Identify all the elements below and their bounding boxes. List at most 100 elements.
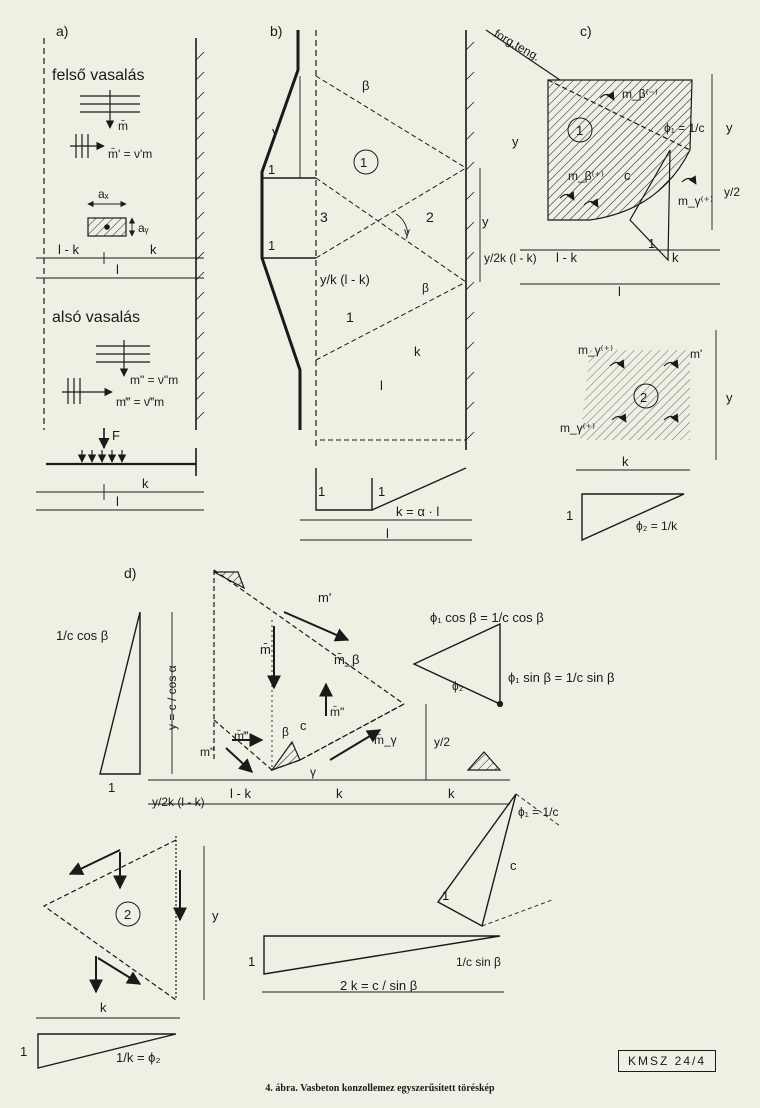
wall-hatch [195, 51, 205, 421]
phi-vector-triangle [412, 622, 501, 706]
c-y-right: y [726, 120, 733, 135]
ax-label: aₓ [98, 187, 109, 201]
d-phi1: ϕ₁ = 1/c [518, 805, 558, 819]
load-k: k [142, 476, 149, 491]
d-sin-label: 1/c sin β [456, 955, 501, 969]
m-double-label: m" = ν"m [130, 373, 178, 387]
c-k: k [672, 250, 679, 265]
d-k-seg2: k [100, 1000, 107, 1015]
d-m-triple-bar: m̄‴ [234, 729, 249, 743]
d-y-half: y/2 [434, 735, 450, 749]
segment-1-hatched [547, 79, 693, 221]
bottom-rebar-symbol [62, 340, 150, 404]
region-1-circle [353, 149, 379, 175]
panel-a [36, 38, 205, 511]
rotation-triangle-large [263, 935, 501, 975]
d-y-eq: y = c / cos α [165, 665, 179, 730]
panel-d-tag: d) [124, 565, 136, 581]
c-region-1: 1 [576, 123, 583, 138]
b-l: l [380, 378, 383, 393]
panel-b-tag: b) [270, 23, 282, 39]
c-c-label: c [624, 168, 631, 183]
d-m-bar: m̄ [260, 642, 271, 657]
c-phi1: ϕ₁ = 1/c [664, 121, 704, 135]
d-two-k: 2 k = c / sin β [340, 978, 417, 993]
top-rebar-symbol [70, 90, 140, 158]
d-phi-cos: ϕ₁ cos β = 1/c cos β [430, 610, 544, 625]
panel-c [485, 29, 720, 542]
segment-2-circle-d [115, 901, 141, 927]
b-region-1: 1 [360, 155, 367, 170]
d-cos-label: 1/c cos β [56, 628, 108, 643]
phi2-triangle [37, 1033, 177, 1069]
segment-2-circle [633, 383, 659, 409]
b-defl-one-left: 1 [318, 484, 325, 499]
c-l: l [618, 284, 621, 299]
b-region-2: 2 [426, 209, 434, 225]
a-k: k [150, 242, 157, 257]
b-beta: β [362, 78, 369, 93]
panel-c-tag: c) [580, 23, 592, 39]
c-one-tri2: 1 [566, 508, 573, 523]
m-gamma-plus-3: m_γ⁽⁺⁾ [560, 421, 595, 435]
d-y-seg2: y [212, 908, 219, 923]
d-phi-sin: ϕ₁ sin β = 1/c sin β [508, 670, 614, 685]
d-one-phi2: 1 [20, 1044, 27, 1059]
m-gamma-plus: m_γ⁽⁺⁾ [678, 194, 713, 208]
yield-lines [315, 75, 467, 361]
load-l: l [116, 494, 119, 509]
d-one-phi1: 1 [442, 888, 449, 903]
b-one-lower: 1 [268, 238, 275, 253]
d-y2k: y/2k (l - k) [152, 795, 205, 809]
d-l-minus-k: l - k [230, 786, 251, 801]
d-c-right: c [510, 858, 517, 873]
b-l-bottom: l [386, 526, 389, 541]
m-gamma-plus-2: m_γ⁽⁺⁾ [578, 343, 613, 357]
unit-element [87, 200, 136, 237]
cos-triangle [99, 611, 141, 775]
c-y-left: y [512, 134, 519, 149]
phi1-triangle [436, 793, 517, 928]
c-one-triangle: 1 [648, 236, 655, 251]
rotation-triangle-2 [581, 493, 685, 542]
d-m-gamma: m̄_γ [374, 733, 397, 747]
m-beta-minus: m_β⁽⁻⁾ [622, 87, 658, 101]
b-region-1-lower: 1 [346, 309, 354, 325]
d-gamma: γ [310, 765, 316, 779]
c-k-seg2: k [622, 454, 629, 469]
top-moment-label: m̄' = ν'm [108, 147, 152, 161]
rotation-triangle-1 [629, 149, 671, 262]
b-y-right: y [482, 214, 489, 229]
b-beta-lower: β [422, 281, 429, 295]
b-k-alpha: k = α · l [396, 504, 439, 519]
d-phi2: ϕ₂ [452, 679, 464, 693]
b-yk-label: y/k (l - k) [320, 272, 370, 287]
a-l-minus-k: l - k [58, 242, 79, 257]
m-triple-label: m‴ = ν‴m [116, 395, 164, 409]
m-beta-plus: m_β⁽⁺⁾ [568, 169, 604, 183]
b-y-upper: y [272, 124, 279, 139]
figure-caption: 4. ábra. Vasbeton konzollemez egyszerűsí… [265, 1083, 495, 1094]
segment-1-circle [567, 117, 593, 143]
d-region-2: 2 [124, 907, 131, 922]
d-beta: β [282, 725, 289, 739]
b-one-upper: 1 [268, 162, 275, 177]
segment-2-outline [42, 839, 177, 1001]
c-l-minus-k: l - k [556, 250, 577, 265]
d-one-cos: 1 [108, 780, 115, 795]
m-bar-label: m̄ [118, 119, 128, 133]
top-reinforcement-label: felső vasalás [52, 67, 145, 84]
yield-line-upper [213, 569, 405, 705]
c-m-prime: m' [690, 347, 702, 361]
d-m-dbl: m" [200, 745, 214, 759]
c-phi2: ϕ₂ = 1/k [636, 519, 678, 533]
rotation-axis-label: forg.teng. [492, 26, 543, 63]
bottom-reinforcement-label: alsó vasalás [52, 309, 140, 326]
d-m-beta: m̄_β [334, 652, 360, 667]
d-phi2-eq: 1/k = ϕ₂ [116, 1050, 160, 1065]
d-k: k [336, 786, 343, 801]
rotation-axis [485, 29, 561, 81]
c-y2k: y/2k (l - k) [484, 251, 537, 265]
d-c: c [300, 718, 307, 733]
